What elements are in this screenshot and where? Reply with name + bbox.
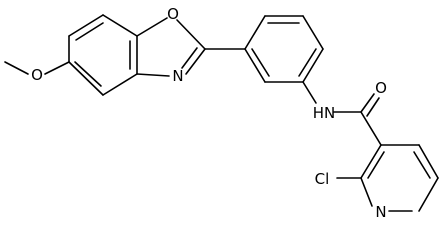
amide-group (302, 81, 382, 146)
bond (68, 14, 104, 37)
atom-label-oxazole-nitrogen: N (172, 67, 183, 85)
bond (68, 61, 104, 96)
bond-carbonyl-double-2 (366, 97, 380, 117)
bond (302, 48, 324, 83)
bond-methyl-o (4, 61, 29, 75)
atom-label-pyridine-nitrogen: N (375, 203, 386, 221)
chloropyridine-ring (336, 144, 439, 212)
bond (136, 73, 170, 77)
bond (413, 151, 431, 179)
atom-label-amide-nitrogen: HN (313, 104, 336, 122)
phenylene-ring (204, 15, 324, 83)
bond-o-aryl (44, 61, 70, 75)
bond (181, 47, 198, 69)
bond (367, 151, 385, 179)
bond (244, 48, 266, 83)
methoxy-group (4, 61, 70, 75)
bond (360, 177, 373, 207)
bond (102, 73, 138, 96)
bond (302, 15, 324, 50)
bond (244, 15, 266, 50)
benzoxazole-benzene-ring (68, 14, 138, 96)
molecule-structure: O O N HN O Cl N (4, 5, 439, 221)
bond-carbonyl-double-1 (360, 93, 375, 113)
atom-label-ring-oxygen: O (167, 5, 179, 23)
bond-carbonyl-ring (360, 111, 382, 146)
atom-label-chlorine: Cl (315, 170, 330, 188)
bond-aryl-n (302, 81, 317, 104)
bond (360, 144, 382, 179)
bond (102, 14, 138, 37)
bond (418, 144, 439, 179)
structure-canvas: O O N HN O Cl N (4, 5, 439, 221)
oxazole-ring (136, 17, 206, 77)
bond (176, 19, 206, 50)
atom-label-methoxy-oxygen: O (31, 66, 43, 84)
bond (74, 61, 102, 87)
bond (136, 17, 168, 37)
bond (418, 177, 439, 212)
bond (298, 48, 317, 77)
bond (185, 48, 206, 75)
atom-label-carbonyl-oxygen: O (375, 79, 387, 97)
bond (251, 48, 270, 77)
bond (75, 22, 104, 41)
